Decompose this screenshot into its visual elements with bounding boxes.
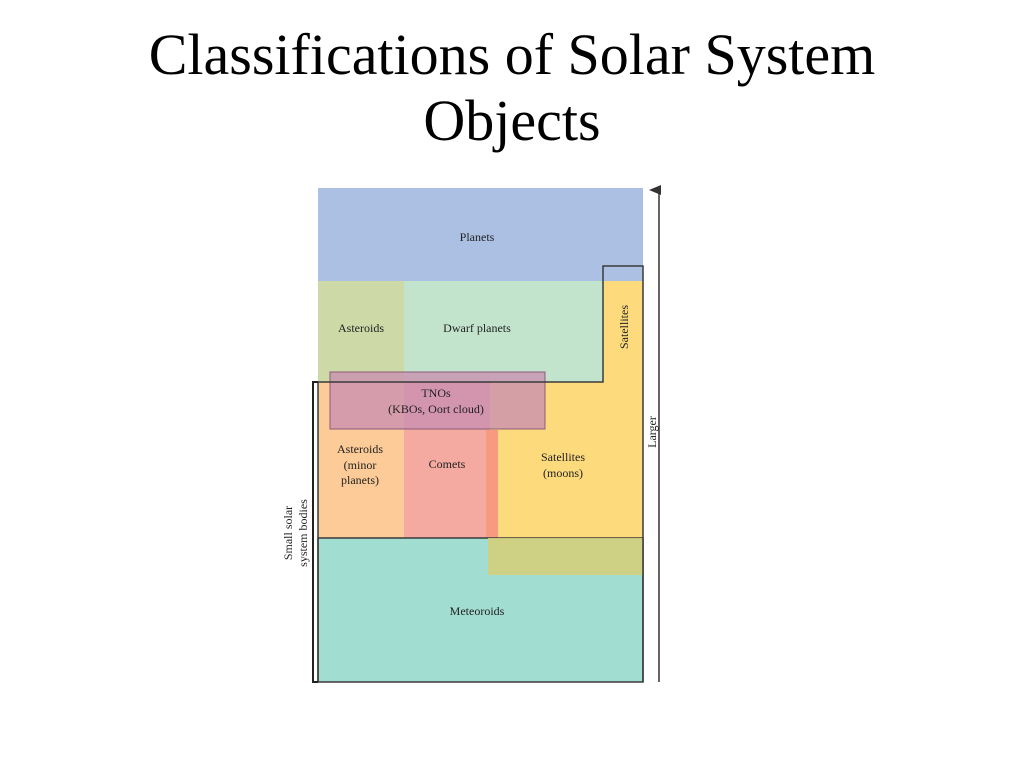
dwarf-planets-region xyxy=(404,281,603,382)
slide-title: Classifications of Solar System Objects xyxy=(0,22,1024,154)
asteroids-upper-region xyxy=(318,281,404,382)
asteroids-minor-label-line-3: planets) xyxy=(341,473,379,487)
small-bodies-bracket xyxy=(312,381,318,683)
comets-label: Comets xyxy=(429,457,466,471)
tnos-label-line-2: (KBOs, Oort cloud) xyxy=(388,402,484,416)
meteoroids-label: Meteoroids xyxy=(450,604,505,618)
slide-title-line-2: Objects xyxy=(423,88,601,153)
small-bodies-label-line-2: system bodies xyxy=(296,499,310,567)
satellites-upper-region xyxy=(603,266,643,383)
satellites-moons-label-line-1: Satellites xyxy=(541,450,585,464)
asteroids-minor-label-line-1: Asteroids xyxy=(337,442,383,456)
small-bodies-label-line-1: Small solar xyxy=(281,506,295,560)
satellites-upper-label: Satellites xyxy=(617,305,631,349)
planets-region xyxy=(318,188,643,281)
asteroids-minor-label-line-2: (minor xyxy=(344,458,377,472)
slide-title-line-1: Classifications of Solar System xyxy=(148,22,876,87)
planets-label: Planets xyxy=(460,230,495,244)
asteroids-upper-label: Asteroids xyxy=(338,321,384,335)
tnos-region xyxy=(329,371,546,430)
satellites-moons-label-line-2: (moons) xyxy=(543,466,583,480)
larger-label: Larger xyxy=(645,416,659,448)
satellite-meteoroid-overlap xyxy=(488,538,643,575)
small-bodies-outline xyxy=(318,265,644,682)
dwarf-planets-label: Dwarf planets xyxy=(443,321,511,335)
tnos-label-line-1: TNOs xyxy=(421,386,451,400)
comets-edge-strip xyxy=(486,430,498,538)
